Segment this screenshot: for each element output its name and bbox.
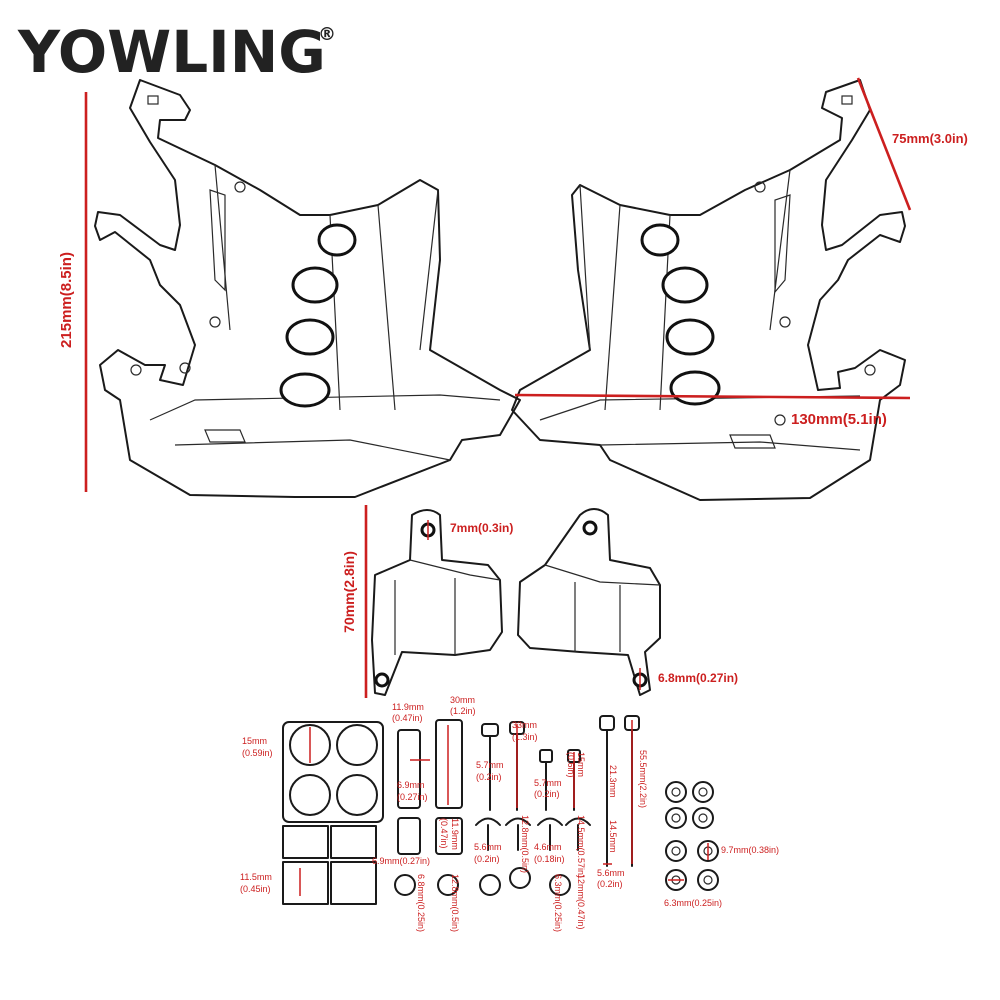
spacer-short-length-in: (0.47in): [439, 818, 449, 849]
spacer-long-id-in: (0.27in): [397, 792, 428, 802]
left-guard-panel: [94, 79, 521, 498]
bolt-15-dia-in: (0.2in): [534, 789, 560, 799]
arm-length-label: 75mm(3.0in): [892, 131, 968, 146]
bolt-5-6-dia-in: (0.2in): [597, 879, 623, 889]
bolt-33-dia-in: (0.2in): [476, 772, 502, 782]
pad-large-size: 15mm: [242, 736, 267, 746]
spacer-long-id: 6.9mm: [397, 780, 425, 790]
registered-mark: ®: [318, 24, 336, 45]
spacer-long-length-in: (1.2in): [450, 706, 476, 716]
bracket-hole: [374, 672, 390, 688]
button-12-8-length: 12.8mm(0.5in): [520, 815, 530, 873]
rubber-pads: [282, 721, 384, 905]
spacers: [394, 719, 571, 896]
button-5-6-dia: 5.6mm: [474, 842, 502, 852]
nut-6-3-size: 6.3mm(0.25in): [664, 898, 722, 908]
spacer-long-od-in: (0.47in): [392, 713, 423, 723]
button-4-6-dia: 4.6mm: [534, 842, 562, 852]
pad-large-size-in: (0.59in): [242, 748, 273, 758]
lightening-hole: [291, 266, 339, 304]
overall-height-label: 215mm(8.5in): [58, 252, 75, 348]
bolt-15-length: 15mm: [576, 752, 586, 777]
right-guard-panel: [511, 79, 906, 501]
lightening-hole: [317, 223, 357, 257]
pad-small-size-in: (0.45in): [240, 884, 271, 894]
spacer-short-length: 11.9mm: [450, 818, 460, 850]
button-5-6-dia-in: (0.2in): [474, 854, 500, 864]
bolt-33-length: 33mm: [512, 720, 537, 730]
bracket-height-label: 70mm(2.8in): [341, 551, 357, 633]
bracket-top-hole-label: 7mm(0.3in): [450, 521, 513, 535]
lightening-hole: [279, 372, 331, 408]
button-14-5-length: 14.5mm(0.57in): [576, 815, 586, 878]
nut-9-7-size: 9.7mm(0.38in): [721, 845, 779, 855]
lightening-hole: [669, 370, 721, 406]
arm-dim-line: [856, 77, 912, 211]
washer-6-3-size: 6.3mm(0.25in): [553, 874, 563, 932]
lightening-hole: [661, 266, 709, 304]
long-bolts: [599, 715, 640, 867]
bolt-14-5: 14.5mm: [608, 820, 618, 853]
spacer-long-od: 11.9mm: [392, 702, 424, 712]
washer-12-size: 12mm(0.47in): [576, 874, 586, 930]
button-4-6-dia-in: (0.18in): [534, 854, 565, 864]
washer-b-size: 12.8mm(0.5in): [450, 874, 460, 932]
spacer-short-od: 6.9mm(0.27in): [372, 856, 430, 866]
left-mount-bracket: [371, 509, 503, 696]
bolt-33-dia: 5.7mm: [476, 760, 504, 770]
bolt-55-length: 55.5mm(2.2in): [638, 750, 648, 808]
bolt-5-6-dia: 5.6mm: [597, 868, 625, 878]
bolt-33-length-in: (1.3in): [512, 732, 538, 742]
dimension-lines: [84, 77, 912, 698]
width-dim-line: [514, 393, 911, 400]
lightening-hole: [665, 318, 715, 356]
washer-a-size: 6.8mm(0.25in): [416, 874, 426, 932]
lightening-hole: [285, 318, 335, 356]
bolt-21-3: 21.3mm: [608, 765, 618, 798]
bolts: [475, 721, 591, 851]
bracket-hole: [582, 520, 598, 536]
brand-logo: YOWLING ®: [17, 18, 336, 86]
hardware-kit: 15mm (0.59in) 11.5mm (0.45in) 11.9mm (0.…: [240, 695, 779, 932]
bracket-bottom-hole-label: 6.8mm(0.27in): [658, 671, 738, 685]
nuts: [665, 781, 719, 891]
overall-width-label: 130mm(5.1in): [791, 411, 887, 428]
pad-small-size: 11.5mm: [240, 872, 272, 882]
right-mount-bracket: [517, 508, 661, 696]
logo-text: YOWLING: [17, 18, 326, 86]
spacer-long-length: 30mm: [450, 695, 475, 705]
bolt-15-dia: 5.7mm: [534, 778, 562, 788]
bolt-15-length-in: (0.6in): [566, 752, 576, 778]
lightening-hole: [640, 223, 680, 257]
